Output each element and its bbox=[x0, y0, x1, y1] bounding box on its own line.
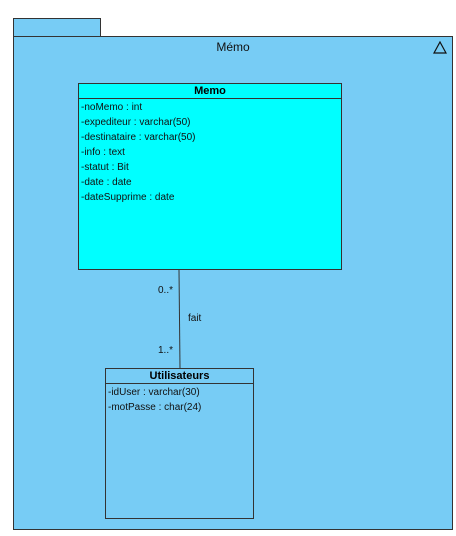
association-line bbox=[178, 269, 181, 369]
association-name: fait bbox=[188, 313, 202, 324]
class-utilisateurs-attributes: -idUser : varchar(30) -motPasse : char(2… bbox=[106, 384, 253, 415]
attribute: -dateSupprime : date bbox=[81, 192, 175, 203]
multiplicity-utilisateurs: 1..* bbox=[158, 345, 174, 356]
attribute: -motPasse : char(24) bbox=[108, 402, 202, 413]
class-memo[interactable]: Memo -noMemo : int -expediteur : varchar… bbox=[78, 83, 342, 270]
attribute: -idUser : varchar(30) bbox=[108, 387, 200, 398]
class-utilisateurs-name: Utilisateurs bbox=[106, 369, 253, 384]
attribute: -date : date bbox=[81, 177, 132, 188]
class-memo-attributes: -noMemo : int -expediteur : varchar(50) … bbox=[79, 99, 341, 205]
attribute: -noMemo : int bbox=[81, 102, 143, 113]
attribute: -statut : Bit bbox=[81, 162, 129, 173]
class-utilisateurs[interactable]: Utilisateurs -idUser : varchar(30) -motP… bbox=[105, 368, 254, 519]
attribute: -expediteur : varchar(50) bbox=[81, 117, 191, 128]
attribute: -destinataire : varchar(50) bbox=[81, 132, 196, 143]
class-memo-name: Memo bbox=[79, 84, 341, 99]
triangle-icon bbox=[433, 41, 447, 54]
multiplicity-memo: 0..* bbox=[158, 285, 174, 296]
package-title: Mémo bbox=[216, 40, 250, 54]
attribute: -info : text bbox=[81, 147, 125, 158]
